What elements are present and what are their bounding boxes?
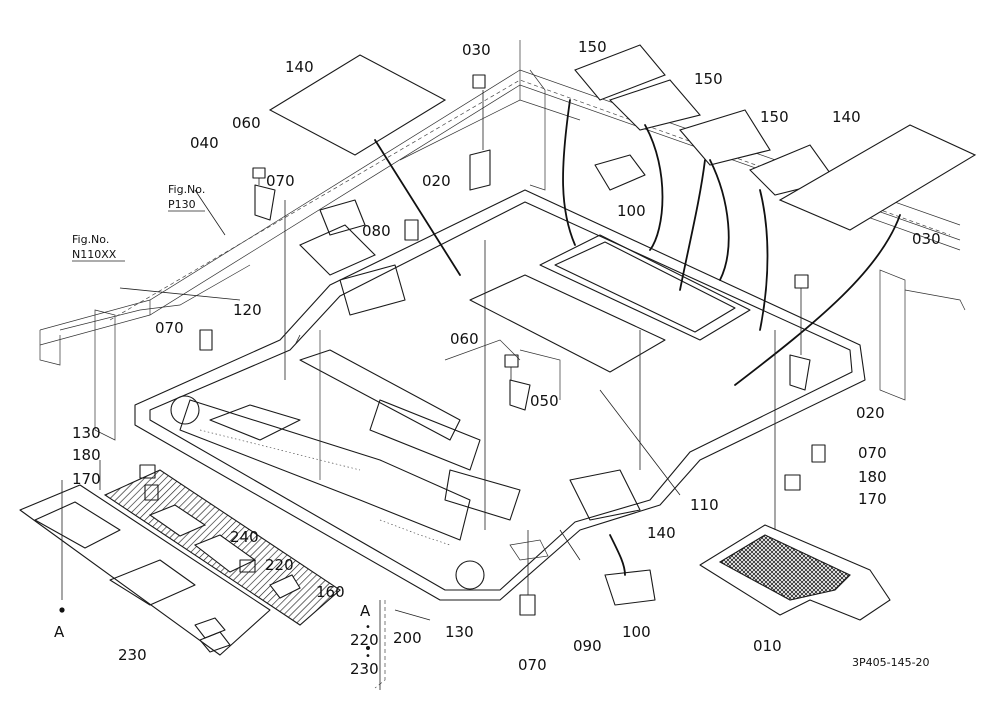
- label-110: 110: [690, 496, 719, 514]
- label-070-top: 070: [266, 172, 295, 190]
- label-160: 160: [316, 583, 345, 601]
- fig-ref-1-number: P130: [168, 198, 196, 211]
- label-150-mid: 150: [694, 70, 723, 88]
- label-180-right: 180: [858, 468, 887, 486]
- headliner: [134, 189, 866, 601]
- callout-a-left: A: [54, 623, 65, 641]
- part-labels: 140 030 150 150 150 140 060 040 070 020 …: [54, 38, 941, 674]
- label-030-top: 030: [462, 41, 491, 59]
- label-060-mid: 060: [450, 330, 479, 348]
- label-240: 240: [230, 528, 259, 546]
- kit-item-1: 220: [350, 631, 379, 649]
- label-070-left: 070: [155, 319, 184, 337]
- kit-item-2: 230: [350, 660, 379, 678]
- cab-frame: [39, 40, 966, 441]
- label-020-top: 020: [422, 172, 451, 190]
- console-panel: [699, 524, 891, 621]
- label-070-right: 070: [858, 444, 887, 462]
- label-130-left: 130: [72, 424, 101, 442]
- label-230: 230: [118, 646, 147, 664]
- label-100-bottom: 100: [622, 623, 651, 641]
- callout-markers: [59, 607, 370, 650]
- fig-ref-2-number: N110XX: [72, 248, 117, 261]
- label-180-left: 180: [72, 446, 101, 464]
- label-170-left: 170: [72, 470, 101, 488]
- fig-ref-1-title: Fig.No.: [168, 183, 205, 196]
- label-170-right: 170: [858, 490, 887, 508]
- label-050: 050: [530, 392, 559, 410]
- label-140-top-left: 140: [285, 58, 314, 76]
- drawing-code: 3P405-145-20: [852, 656, 930, 669]
- label-100-top: 100: [617, 202, 646, 220]
- kit-bullet-1: •: [365, 622, 371, 633]
- label-150-top: 150: [578, 38, 607, 56]
- label-090: 090: [573, 637, 602, 655]
- label-030-right: 030: [912, 230, 941, 248]
- label-010: 010: [753, 637, 782, 655]
- label-070-bottom: 070: [518, 656, 547, 674]
- label-040: 040: [190, 134, 219, 152]
- label-140-bottom: 140: [647, 524, 676, 542]
- label-220: 220: [265, 556, 294, 574]
- label-080: 080: [362, 222, 391, 240]
- front-trim: [19, 469, 341, 656]
- fasteners: [139, 74, 826, 616]
- fig-references: Fig.No. P130 Fig.No. N110XX: [72, 183, 205, 262]
- label-020-right: 020: [856, 404, 885, 422]
- kit-letter: A: [360, 602, 371, 620]
- fig-ref-2-title: Fig.No.: [72, 233, 109, 246]
- label-060-top: 060: [232, 114, 261, 132]
- roof-pads: [268, 44, 977, 276]
- kit-bullet-2: •: [365, 651, 371, 662]
- kit-callout: A • 220 • 230: [350, 600, 386, 689]
- label-140-top-right: 140: [832, 108, 861, 126]
- label-150-right: 150: [760, 108, 789, 126]
- label-120: 120: [233, 301, 262, 319]
- label-130-bottom: 130: [445, 623, 474, 641]
- label-200: 200: [393, 629, 422, 647]
- leader-lines: [61, 90, 901, 690]
